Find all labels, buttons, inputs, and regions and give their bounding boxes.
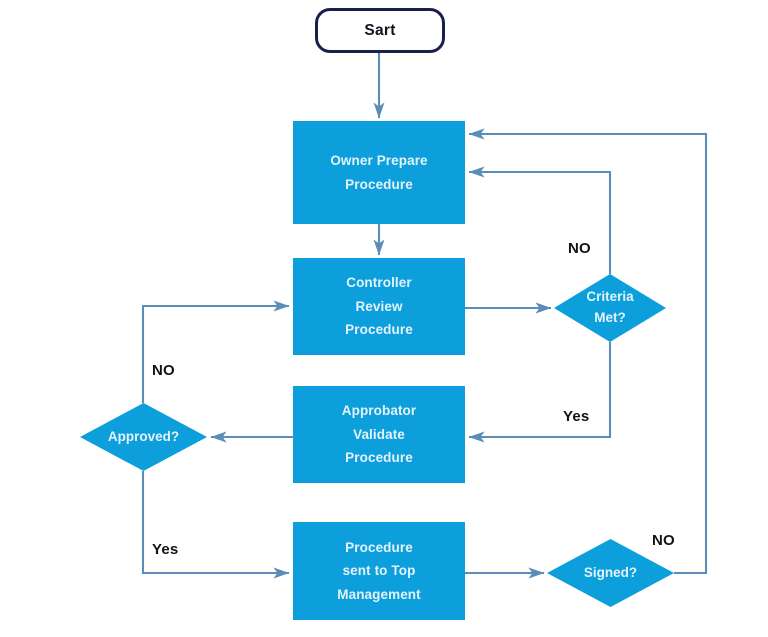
edge-approved-no-to-controller — [141, 300, 290, 403]
node-signed-decision[interactable]: Signed? — [547, 539, 674, 607]
node-controller-review-procedure-label: Controller Review Procedure — [345, 271, 413, 342]
node-criteria-met-decision[interactable]: Criteria Met? — [554, 274, 666, 342]
diamond-shape — [554, 274, 666, 342]
node-approbator-validate-procedure[interactable]: Approbator Validate Procedure — [293, 386, 465, 483]
text-line: Criteria — [586, 289, 634, 305]
node-controller-review-procedure[interactable]: Controller Review Procedure — [293, 258, 465, 355]
node-approved-decision-label: Approved? — [80, 403, 207, 471]
text-line: Procedure — [345, 450, 413, 466]
text-line: sent to Top — [342, 563, 416, 579]
node-approbator-validate-procedure-label: Approbator Validate Procedure — [342, 399, 417, 470]
edge-approved-yes-to-sent — [141, 471, 290, 579]
diamond-shape — [547, 539, 674, 607]
text-line: Procedure — [345, 322, 413, 338]
text-line: Procedure — [345, 539, 413, 555]
edge-label-signed-no: NO — [652, 532, 675, 549]
text-line: Validate — [353, 426, 405, 442]
text-line: Approved? — [107, 428, 180, 444]
node-procedure-sent-to-top-management[interactable]: Procedure sent to Top Management — [293, 522, 465, 620]
text-line: Controller — [346, 275, 412, 291]
node-owner-prepare-procedure[interactable]: Owner Prepare Procedure — [293, 121, 465, 224]
edge-label-approved-yes: Yes — [152, 541, 179, 558]
text-line: Owner Prepare — [330, 152, 428, 168]
edge-criteria-yes-to-approbator — [468, 342, 612, 443]
edge-label-approved-no: NO — [152, 362, 175, 379]
node-criteria-met-decision-label: Criteria Met? — [554, 274, 666, 342]
text-line: Met? — [594, 310, 626, 325]
text-line: Procedure — [345, 176, 413, 192]
edge-label-criteria-yes: Yes — [563, 408, 590, 425]
node-start[interactable]: Sart — [315, 8, 445, 53]
edge-label-criteria-no: NO — [568, 240, 591, 257]
edge-signed-no-to-owner — [468, 128, 708, 575]
node-start-label: Sart — [364, 21, 396, 39]
node-procedure-sent-to-top-management-label: Procedure sent to Top Management — [337, 536, 421, 607]
text-line: Approbator — [341, 403, 417, 419]
text-line: Review — [355, 298, 403, 314]
diamond-shape — [80, 403, 207, 471]
text-line: Signed? — [583, 564, 638, 580]
node-owner-prepare-procedure-label: Owner Prepare Procedure — [330, 149, 427, 196]
text-line: Management — [337, 586, 421, 602]
node-approved-decision[interactable]: Approved? — [80, 403, 207, 471]
edge-criteria-no-to-owner — [468, 166, 612, 274]
node-signed-decision-label: Signed? — [547, 539, 674, 607]
